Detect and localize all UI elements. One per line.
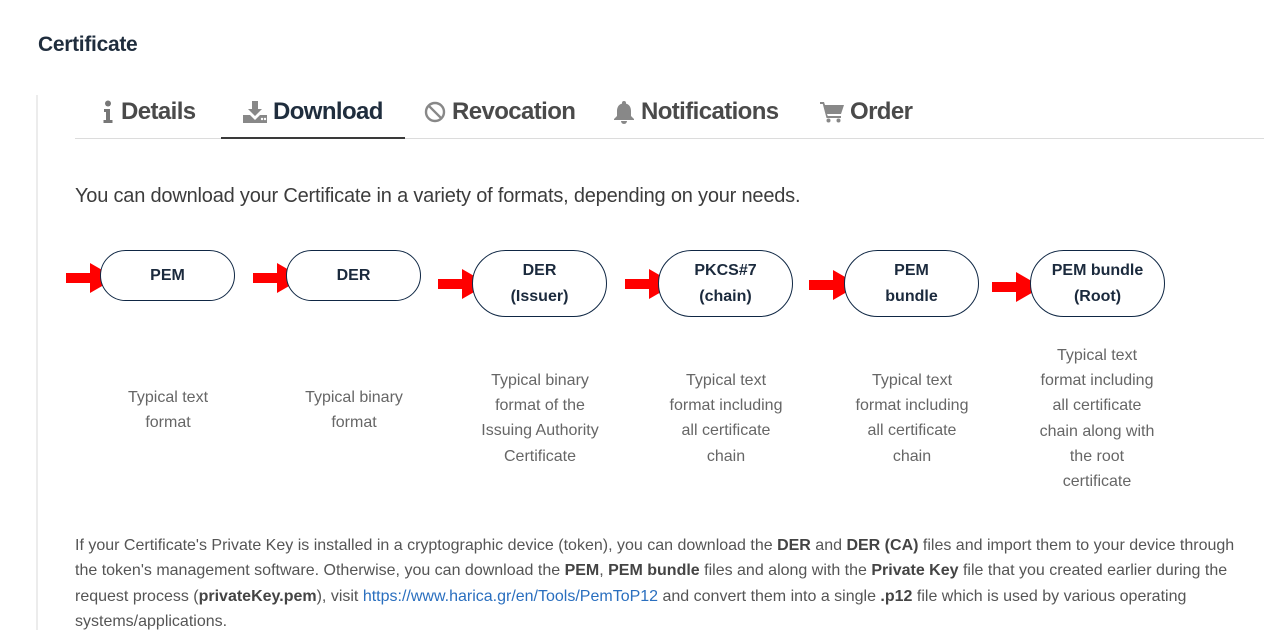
format-description-pem-bundle: Typical text format including all certif… <box>855 372 969 465</box>
tab-revocation[interactable]: Revocation <box>424 86 576 138</box>
tab-download-label: Download <box>273 97 383 125</box>
download-pem-label: PEM <box>150 266 185 284</box>
intro-text: You can download your Certificate in a v… <box>75 185 801 207</box>
download-pkcs7-label-1: PKCS#7 <box>694 261 757 279</box>
download-der-issuer-label-1: DER <box>522 261 557 279</box>
ban-icon <box>424 101 446 123</box>
bell-icon <box>613 100 635 124</box>
tab-bar: Details Download Revocation Notification… <box>75 86 1264 139</box>
download-pkcs7-button[interactable]: PKCS#7 (chain) <box>658 250 793 317</box>
tab-revocation-label: Revocation <box>452 98 576 125</box>
arrow-der <box>253 263 303 293</box>
arrow-pem <box>66 263 116 293</box>
info-icon <box>101 100 115 124</box>
tab-notifications[interactable]: Notifications <box>613 86 779 138</box>
download-der-issuer-label-2: (Issuer) <box>510 287 569 305</box>
download-der-button[interactable]: DER <box>286 250 421 301</box>
pem-to-p12-link[interactable]: https://www.harica.gr/en/Tools/PemToP12 <box>362 587 659 605</box>
download-pem-bundle-label-2: bundle <box>885 287 938 305</box>
download-pem-bundle-label-1: PEM <box>894 261 929 279</box>
download-der-issuer-button[interactable]: DER (Issuer) <box>472 250 607 317</box>
download-pem-button[interactable]: PEM <box>100 250 235 301</box>
arrow-pkcs7 <box>625 269 675 299</box>
format-description-pem-bundle-root: Typical text format including all certif… <box>1039 347 1155 491</box>
cart-icon <box>820 101 844 123</box>
format-description-pem: Typical text format <box>127 389 209 432</box>
arrow-der-issuer <box>438 269 488 299</box>
content-left-border <box>36 95 38 630</box>
download-icon <box>243 100 267 123</box>
format-description-der-issuer: Typical binary format of the Issuing Aut… <box>481 372 599 465</box>
tab-order-label: Order <box>850 98 913 125</box>
page-title: Certificate <box>38 33 138 56</box>
tab-notifications-label: Notifications <box>641 98 779 125</box>
download-instructions: If your Certificate's Private Key is ins… <box>75 537 1235 630</box>
download-der-label: DER <box>336 266 371 284</box>
tab-bar-divider <box>75 138 1264 139</box>
arrow-pem-bundle <box>809 270 859 300</box>
format-description-pkcs7: Typical text format including all certif… <box>669 372 783 465</box>
tab-order[interactable]: Order <box>820 86 913 138</box>
tab-download[interactable]: Download <box>221 86 405 139</box>
download-pem-bundle-root-label-1: PEM bundle <box>1051 261 1144 279</box>
download-pem-bundle-root-label-2: (Root) <box>1073 287 1122 305</box>
download-pkcs7-label-2: (chain) <box>699 287 752 305</box>
tab-details[interactable]: Details <box>101 86 196 138</box>
tab-details-label: Details <box>121 98 196 125</box>
arrow-pem-bundle-root <box>992 272 1042 302</box>
download-pem-bundle-root-button[interactable]: PEM bundle (Root) <box>1030 250 1165 317</box>
format-description-der: Typical binary format <box>305 389 403 432</box>
download-pem-bundle-button[interactable]: PEM bundle <box>844 250 979 317</box>
